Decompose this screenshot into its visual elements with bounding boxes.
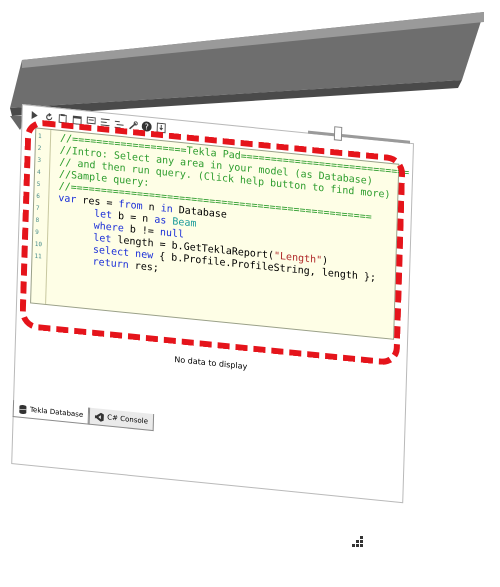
tab-csharp-console[interactable]: C# Console: [88, 407, 155, 432]
align-icon[interactable]: [100, 117, 110, 128]
database-icon: [19, 404, 27, 414]
download-icon[interactable]: [156, 122, 166, 134]
comment-icon[interactable]: [86, 115, 96, 126]
refresh-icon[interactable]: [44, 111, 54, 122]
header-banner: [10, 12, 484, 130]
zoom-slider-thumb[interactable]: [333, 126, 343, 141]
tab-label: Tekla Database: [29, 405, 84, 420]
tool-icon[interactable]: [128, 120, 138, 131]
tab-label: C# Console: [107, 413, 149, 426]
svg-text:?: ?: [144, 122, 149, 131]
clipboard-icon[interactable]: [58, 113, 68, 124]
visual-studio-icon: [95, 412, 105, 422]
resize-grip-icon[interactable]: [350, 534, 364, 548]
format-icon[interactable]: [114, 118, 124, 129]
help-icon[interactable]: ?: [141, 121, 152, 132]
calendar-icon[interactable]: [72, 114, 82, 125]
highlight-annotation: [19, 118, 406, 367]
run-icon[interactable]: [30, 110, 40, 121]
toolbar: ?: [29, 107, 166, 137]
bottom-tabs: Tekla Database C# Console: [12, 400, 155, 432]
tab-tekla-database[interactable]: Tekla Database: [12, 400, 90, 425]
